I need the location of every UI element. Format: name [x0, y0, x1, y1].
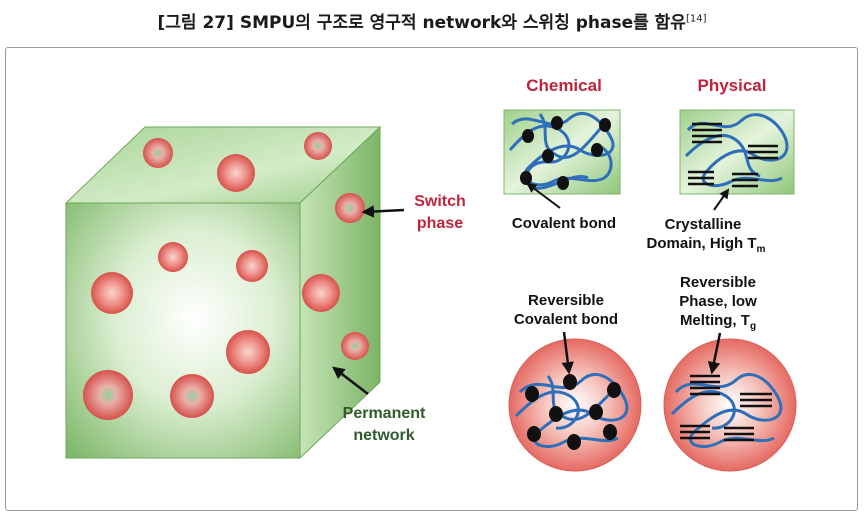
- reversible-phase-label-line1: Reversible: [680, 274, 756, 291]
- permanent-network-label-line1: Permanent: [343, 405, 426, 422]
- chemical-header: Chemical: [526, 76, 602, 95]
- reversible-covalent-label-line2: Covalent bond: [514, 311, 618, 328]
- crystalline-arrow: [713, 188, 730, 211]
- switch-phase-domain: [335, 193, 365, 223]
- switch-phase-domain: [91, 272, 133, 314]
- permanent-network-arrow: [332, 366, 369, 395]
- switch-phase-domain: [226, 330, 270, 374]
- covalent-bond-label: Covalent bond: [512, 215, 616, 232]
- switch-phase-domain: [170, 374, 214, 418]
- reversible-covalent-sphere: [508, 338, 642, 472]
- caption-reference: [14]: [685, 13, 707, 25]
- switch-phase-domain: [143, 138, 173, 168]
- switch-phase-domain: [236, 250, 268, 282]
- switch-phase-domain: [158, 242, 188, 272]
- reversible-covalent-label-line1: Reversible: [528, 292, 604, 309]
- switch-phase-domain: [217, 154, 255, 192]
- chemical-crosslink-box: [503, 109, 621, 195]
- permanent-network-label-line2: network: [353, 427, 414, 444]
- caption-text: [그림 27] SMPU의 구조로 영구적 network와 스위칭 phase…: [157, 13, 686, 33]
- switch-phase-domain: [304, 132, 332, 160]
- reversible-covalent-arrow: [561, 331, 574, 375]
- switch-phase-domain: [83, 370, 133, 420]
- switch-phase-domain: [302, 274, 340, 312]
- switch-phase-label-line1: Switch: [414, 193, 466, 210]
- switch-phase-arrow: [361, 205, 405, 218]
- switch-phase-domain: [341, 332, 369, 360]
- crystalline-label-line2: Domain, High Tm: [647, 235, 766, 255]
- switch-phase-label-line2: phase: [417, 215, 463, 232]
- physical-crosslink-box: [679, 109, 795, 195]
- reversible-phase-label-line2: Phase, low: [679, 293, 757, 310]
- crystalline-label-line1: Crystalline: [665, 216, 742, 233]
- cube-front-face: [65, 202, 301, 459]
- physical-header: Physical: [698, 76, 767, 95]
- cube: [64, 125, 382, 460]
- reversible-phase-sphere: [663, 338, 797, 472]
- reversible-phase-arrow: [707, 332, 722, 375]
- reversible-phase-label-line3: Melting, Tg: [680, 312, 756, 332]
- covalent-bond-arrow: [526, 182, 561, 209]
- figure-caption: [그림 27] SMPU의 구조로 영구적 network와 스위칭 phase…: [0, 8, 864, 33]
